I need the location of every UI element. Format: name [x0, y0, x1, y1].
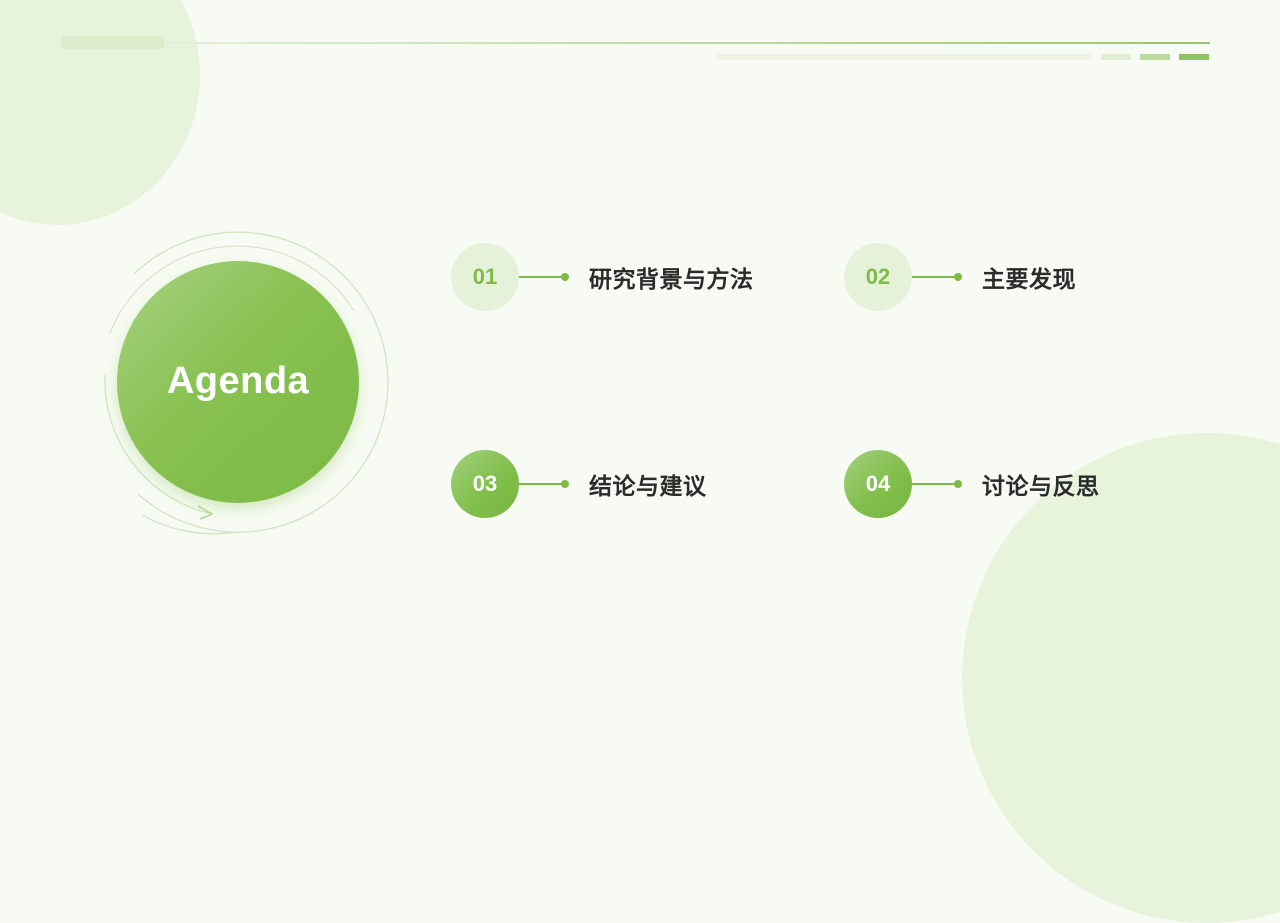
header-dash: [1101, 54, 1131, 60]
item-label: 研究背景与方法: [589, 267, 754, 293]
header-dash: [1179, 54, 1209, 60]
connector-line-icon: [912, 480, 962, 488]
item-label: 结论与建议: [589, 474, 707, 500]
header-accent-block: [61, 36, 164, 49]
item-number-badge: 04: [844, 450, 912, 518]
agenda-title-circle: Agenda: [117, 261, 359, 503]
item-number-badge: 01: [451, 243, 519, 311]
header-sub-rule: [717, 54, 1091, 60]
item-number-badge: 02: [844, 243, 912, 311]
slide-title: Agenda: [166, 359, 310, 402]
agenda-item-3[interactable]: 03 结论与建议: [451, 450, 707, 518]
item-label: 讨论与反思: [982, 474, 1100, 500]
header-rule: [163, 42, 1210, 44]
connector-line-icon: [912, 273, 962, 281]
connector-line-icon: [519, 273, 569, 281]
agenda-item-4[interactable]: 04 讨论与反思: [844, 450, 1100, 518]
connector-line-icon: [519, 480, 569, 488]
agenda-item-1[interactable]: 01 研究背景与方法: [451, 243, 754, 311]
header-dash: [1140, 54, 1170, 60]
decorative-circle-top-left: [0, 0, 200, 225]
orbit-rings-icon: [104, 231, 389, 535]
item-number-badge: 03: [451, 450, 519, 518]
item-label: 主要发现: [982, 267, 1076, 293]
agenda-item-2[interactable]: 02 主要发现: [844, 243, 1076, 311]
